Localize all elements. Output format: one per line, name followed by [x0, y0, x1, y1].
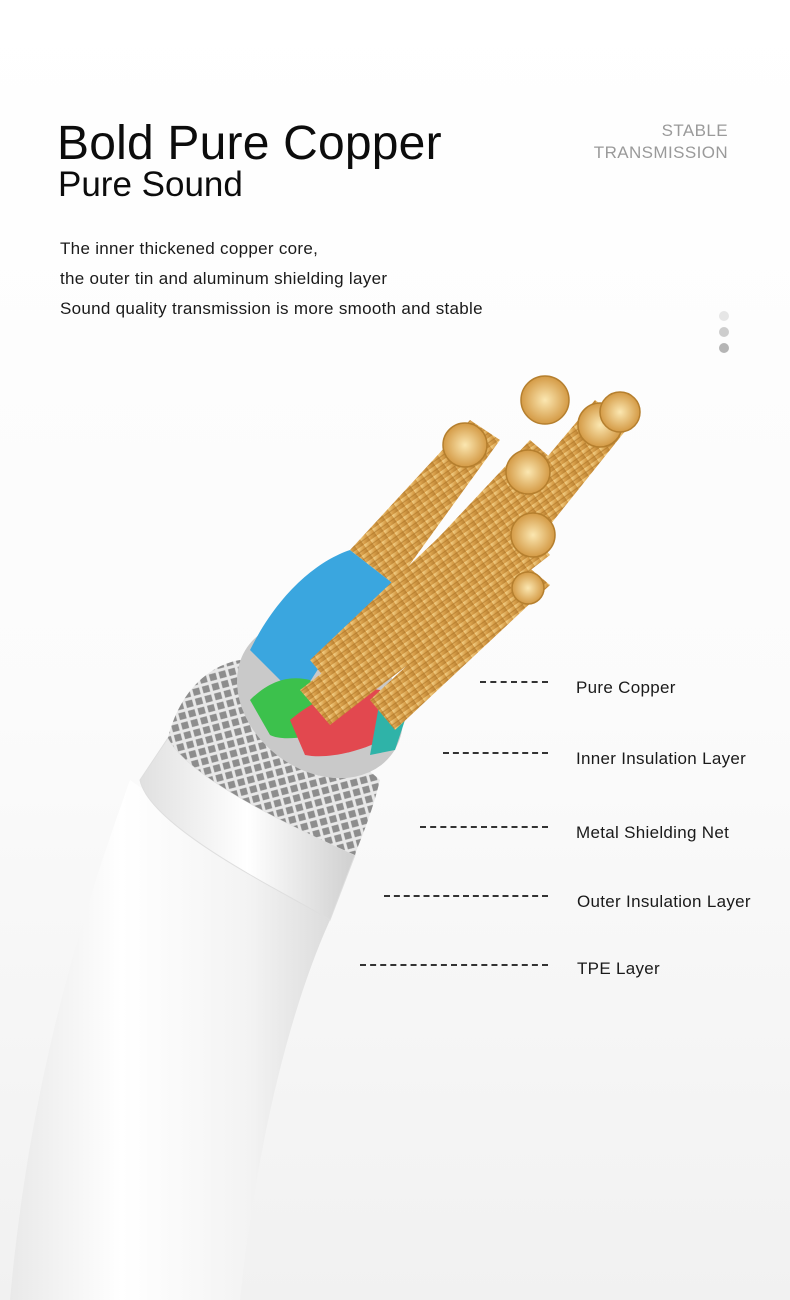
indicator-dot-3[interactable]	[719, 343, 729, 353]
leader-line-outer-insulation	[384, 895, 548, 897]
layer-label-metal-shielding: Metal Shielding Net	[576, 823, 730, 842]
page-subtitle: Pure Sound	[58, 165, 243, 204]
tag-line-2: TRANSMISSION	[593, 143, 728, 162]
tag-line-1: STABLE	[661, 121, 728, 140]
page-indicator	[719, 311, 729, 359]
leader-line-inner-insulation	[443, 752, 548, 754]
layer-label-inner-insulation: Inner Insulation Layer	[576, 749, 747, 768]
description-line-2: the outer tin and aluminum shielding lay…	[60, 269, 388, 288]
indicator-dot-1[interactable]	[719, 311, 729, 321]
stable-transmission-tag: STABLE TRANSMISSION	[594, 120, 728, 164]
page-title: Bold Pure Copper	[57, 117, 442, 170]
indicator-dot-2[interactable]	[719, 327, 729, 337]
layer-label-tpe: TPE Layer	[577, 959, 661, 978]
cable-illustration	[10, 375, 641, 1300]
leader-line-metal-shielding	[420, 826, 548, 828]
description-line-3: Sound quality transmission is more smoot…	[60, 299, 483, 318]
description-line-1: The inner thickened copper core,	[60, 239, 319, 258]
layer-label-outer-insulation: Outer Insulation Layer	[577, 892, 751, 911]
leader-line-tpe	[360, 964, 548, 966]
layer-label-pure-copper: Pure Copper	[576, 678, 676, 697]
leader-line-pure-copper	[480, 681, 548, 683]
description: The inner thickened copper core, the out…	[60, 234, 483, 324]
